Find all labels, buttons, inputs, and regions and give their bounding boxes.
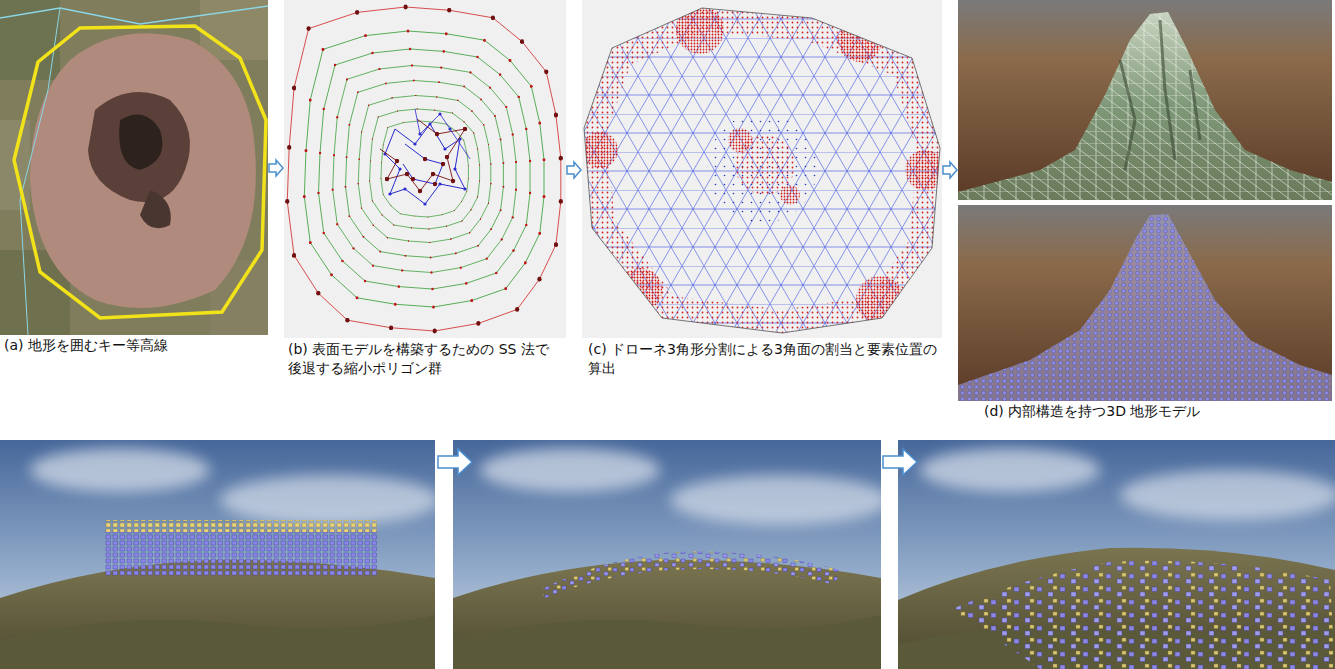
panel-caption: (d) 内部構造を持つ3D 地形モデル bbox=[984, 402, 1328, 421]
panel-caption: (a) 地形を囲むキー等高線 bbox=[4, 336, 264, 355]
figure-panel: (d) 内部構造を持つ3D 地形モデル bbox=[958, 0, 1332, 421]
figure-panel: (a) 地形を囲むキー等高線 bbox=[0, 0, 268, 355]
delaunay-mesh bbox=[582, 0, 945, 338]
step-arrow bbox=[943, 162, 957, 178]
shrinking-polygons bbox=[284, 0, 566, 338]
figure-panel: (b) 表面モデルを構築するための SS 法で後退する縮小ポリゴン群 bbox=[284, 0, 566, 378]
internal-structure-render bbox=[958, 205, 1332, 401]
figure-panel: (c) ドローネ3角形分割による3角面の割当と要素位置の算出 bbox=[582, 0, 942, 378]
panel-caption: (c) ドローネ3角形分割による3角面の割当と要素位置の算出 bbox=[588, 340, 938, 378]
terrain-scene bbox=[453, 440, 881, 669]
step-arrow bbox=[567, 162, 581, 178]
terrain-scene bbox=[0, 440, 435, 669]
step-arrow bbox=[883, 449, 917, 475]
step-arrow bbox=[438, 449, 472, 475]
step-arrow bbox=[269, 160, 283, 176]
satellite-image bbox=[0, 0, 268, 335]
terrain-scene bbox=[898, 440, 1335, 669]
panel-caption: (b) 表面モデルを構築するための SS 法で後退する縮小ポリゴン群 bbox=[288, 340, 562, 378]
terrain-render bbox=[958, 0, 1332, 200]
